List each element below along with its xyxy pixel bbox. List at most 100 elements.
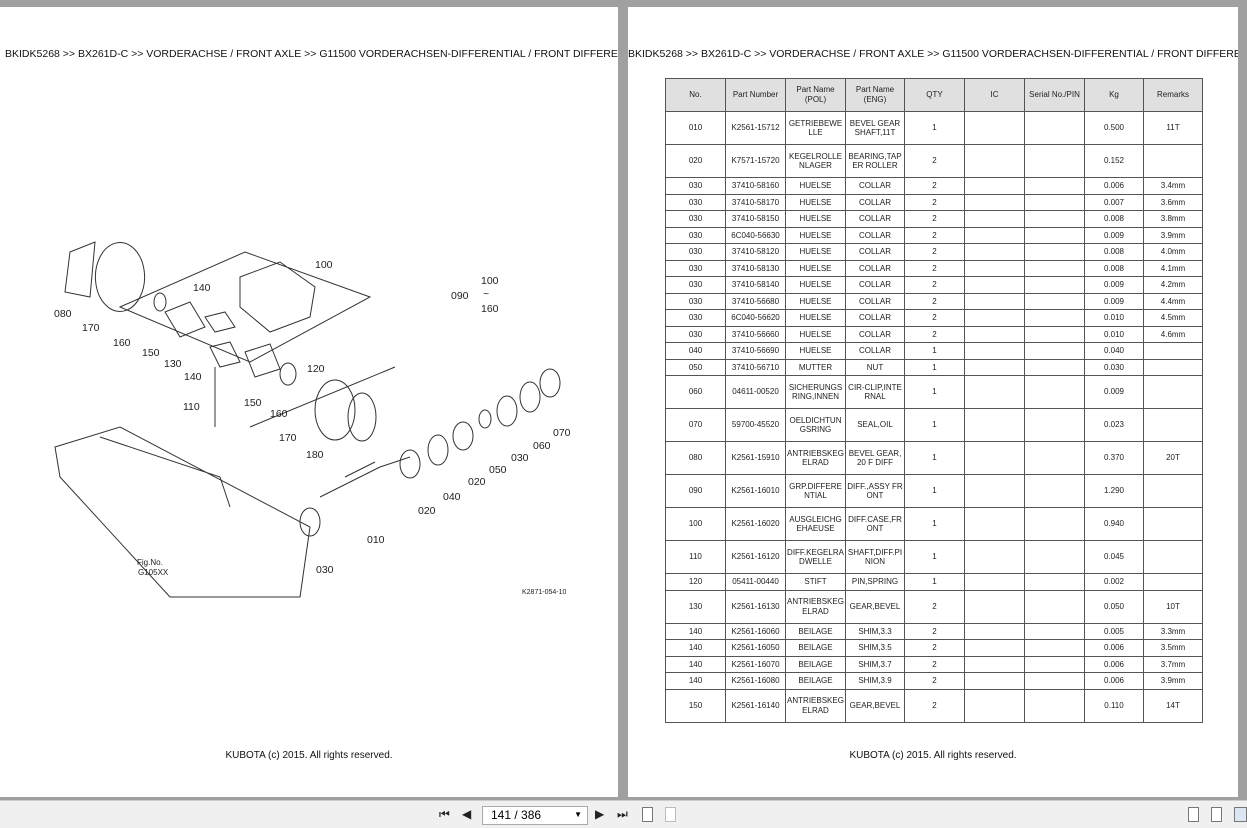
- table-cell: [1024, 655, 1085, 673]
- table-cell: BEILAGE: [785, 655, 846, 673]
- table-cell: 140: [665, 672, 726, 690]
- table-cell: 0.010: [1084, 325, 1144, 343]
- page-number-select[interactable]: 141 / 386▼: [482, 806, 588, 825]
- table-cell: 030: [665, 292, 726, 310]
- prev-page-icon[interactable]: ◀: [462, 807, 472, 821]
- table-cell: 0.008: [1084, 210, 1144, 228]
- table-cell: 3.5mm: [1143, 639, 1203, 657]
- table-cell: GEAR,BEVEL: [845, 688, 905, 723]
- table-cell: [1024, 573, 1085, 591]
- table-cell: [1024, 540, 1085, 574]
- table-cell: 0.010: [1084, 309, 1144, 327]
- table-cell: MUTTER: [785, 358, 846, 376]
- table-cell: 030: [665, 276, 726, 294]
- table-cell: [1143, 540, 1203, 574]
- table-cell: 110: [665, 540, 726, 574]
- table-cell: 010: [665, 111, 726, 145]
- table-cell: 060: [665, 375, 726, 409]
- single-page-view-icon[interactable]: [1188, 807, 1199, 822]
- table-cell: COLLAR: [845, 243, 905, 261]
- table-cell: [1024, 589, 1085, 624]
- table-cell: [1024, 358, 1085, 376]
- table-cell: 030: [665, 325, 726, 343]
- table-cell: K2561-16070: [725, 655, 786, 673]
- table-cell: COLLAR: [845, 292, 905, 310]
- table-cell: [964, 639, 1025, 657]
- table-cell: 2: [904, 309, 965, 327]
- table-cell: GETRIEBEWELLE: [785, 111, 846, 145]
- table-cell: 2: [904, 589, 965, 624]
- table-cell: COLLAR: [845, 210, 905, 228]
- table-cell: [1024, 325, 1085, 343]
- table-cell: HUELSE: [785, 342, 846, 360]
- table-cell: [1143, 375, 1203, 409]
- table-cell: [1024, 309, 1085, 327]
- table-cell: 04611-00520: [725, 375, 786, 409]
- table-cell: 4.4mm: [1143, 292, 1203, 310]
- callout-label: 160: [113, 337, 131, 349]
- table-cell: 0.007: [1084, 193, 1144, 211]
- callout-label: 170: [279, 432, 297, 444]
- first-page-button[interactable]: ⏮: [439, 807, 450, 821]
- fig-no-label: Fig.No.: [137, 558, 163, 567]
- callout-label: 150: [244, 397, 262, 409]
- table-cell: COLLAR: [845, 276, 905, 294]
- table-cell: K2561-16120: [725, 540, 786, 574]
- table-cell: K2561-15910: [725, 441, 786, 475]
- last-page-button[interactable]: ⏭: [617, 807, 628, 821]
- table-cell: [964, 375, 1025, 409]
- fit-width-icon[interactable]: [665, 807, 676, 822]
- column-header: Part Number: [725, 78, 786, 112]
- next-page-icon[interactable]: ▶: [595, 807, 605, 821]
- table-cell: DIFF.CASE,FRONT: [845, 507, 905, 541]
- table-cell: SHIM,3.7: [845, 655, 905, 673]
- column-header: QTY: [904, 78, 965, 112]
- table-cell: [964, 688, 1025, 723]
- table-cell: 090: [665, 474, 726, 508]
- callout-label: 120: [307, 363, 325, 375]
- table-cell: 37410-58170: [725, 193, 786, 211]
- table-cell: 2: [904, 259, 965, 277]
- callout-label: 030: [511, 452, 529, 464]
- table-cell: [1143, 342, 1203, 360]
- column-header: Kg: [1084, 78, 1144, 112]
- table-cell: 030: [665, 259, 726, 277]
- table-cell: [964, 226, 1025, 244]
- table-cell: 2: [904, 243, 965, 261]
- table-cell: [1024, 639, 1085, 657]
- callout-label: 100: [315, 259, 333, 271]
- table-cell: [964, 573, 1025, 591]
- table-cell: [1143, 573, 1203, 591]
- two-page-view-icon[interactable]: [1234, 807, 1247, 822]
- table-cell: BEVEL GEAR,20 F DIFF: [845, 441, 905, 475]
- table-cell: 6C040-56620: [725, 309, 786, 327]
- callout-label: 180: [306, 449, 324, 461]
- table-cell: 4.2mm: [1143, 276, 1203, 294]
- table-cell: 3.9mm: [1143, 226, 1203, 244]
- callout-label: 050: [489, 464, 507, 476]
- table-cell: 4.5mm: [1143, 309, 1203, 327]
- table-cell: 0.023: [1084, 408, 1144, 442]
- table-cell: COLLAR: [845, 177, 905, 195]
- fit-page-icon[interactable]: [642, 807, 653, 822]
- table-cell: 0.006: [1084, 177, 1144, 195]
- table-cell: 1: [904, 375, 965, 409]
- table-cell: 37410-58140: [725, 276, 786, 294]
- continuous-view-icon[interactable]: [1211, 807, 1222, 822]
- table-cell: BEILAGE: [785, 672, 846, 690]
- table-cell: [1143, 507, 1203, 541]
- table-cell: K2561-16020: [725, 507, 786, 541]
- table-cell: 1: [904, 474, 965, 508]
- table-cell: AUSGLEICHGEHAEUSE: [785, 507, 846, 541]
- callout-label: 130: [164, 358, 182, 370]
- table-cell: SHIM,3.5: [845, 639, 905, 657]
- callout-label: 040: [443, 491, 461, 503]
- drawing-id: K2871-054-10: [522, 589, 567, 596]
- table-cell: 030: [665, 210, 726, 228]
- table-cell: [964, 325, 1025, 343]
